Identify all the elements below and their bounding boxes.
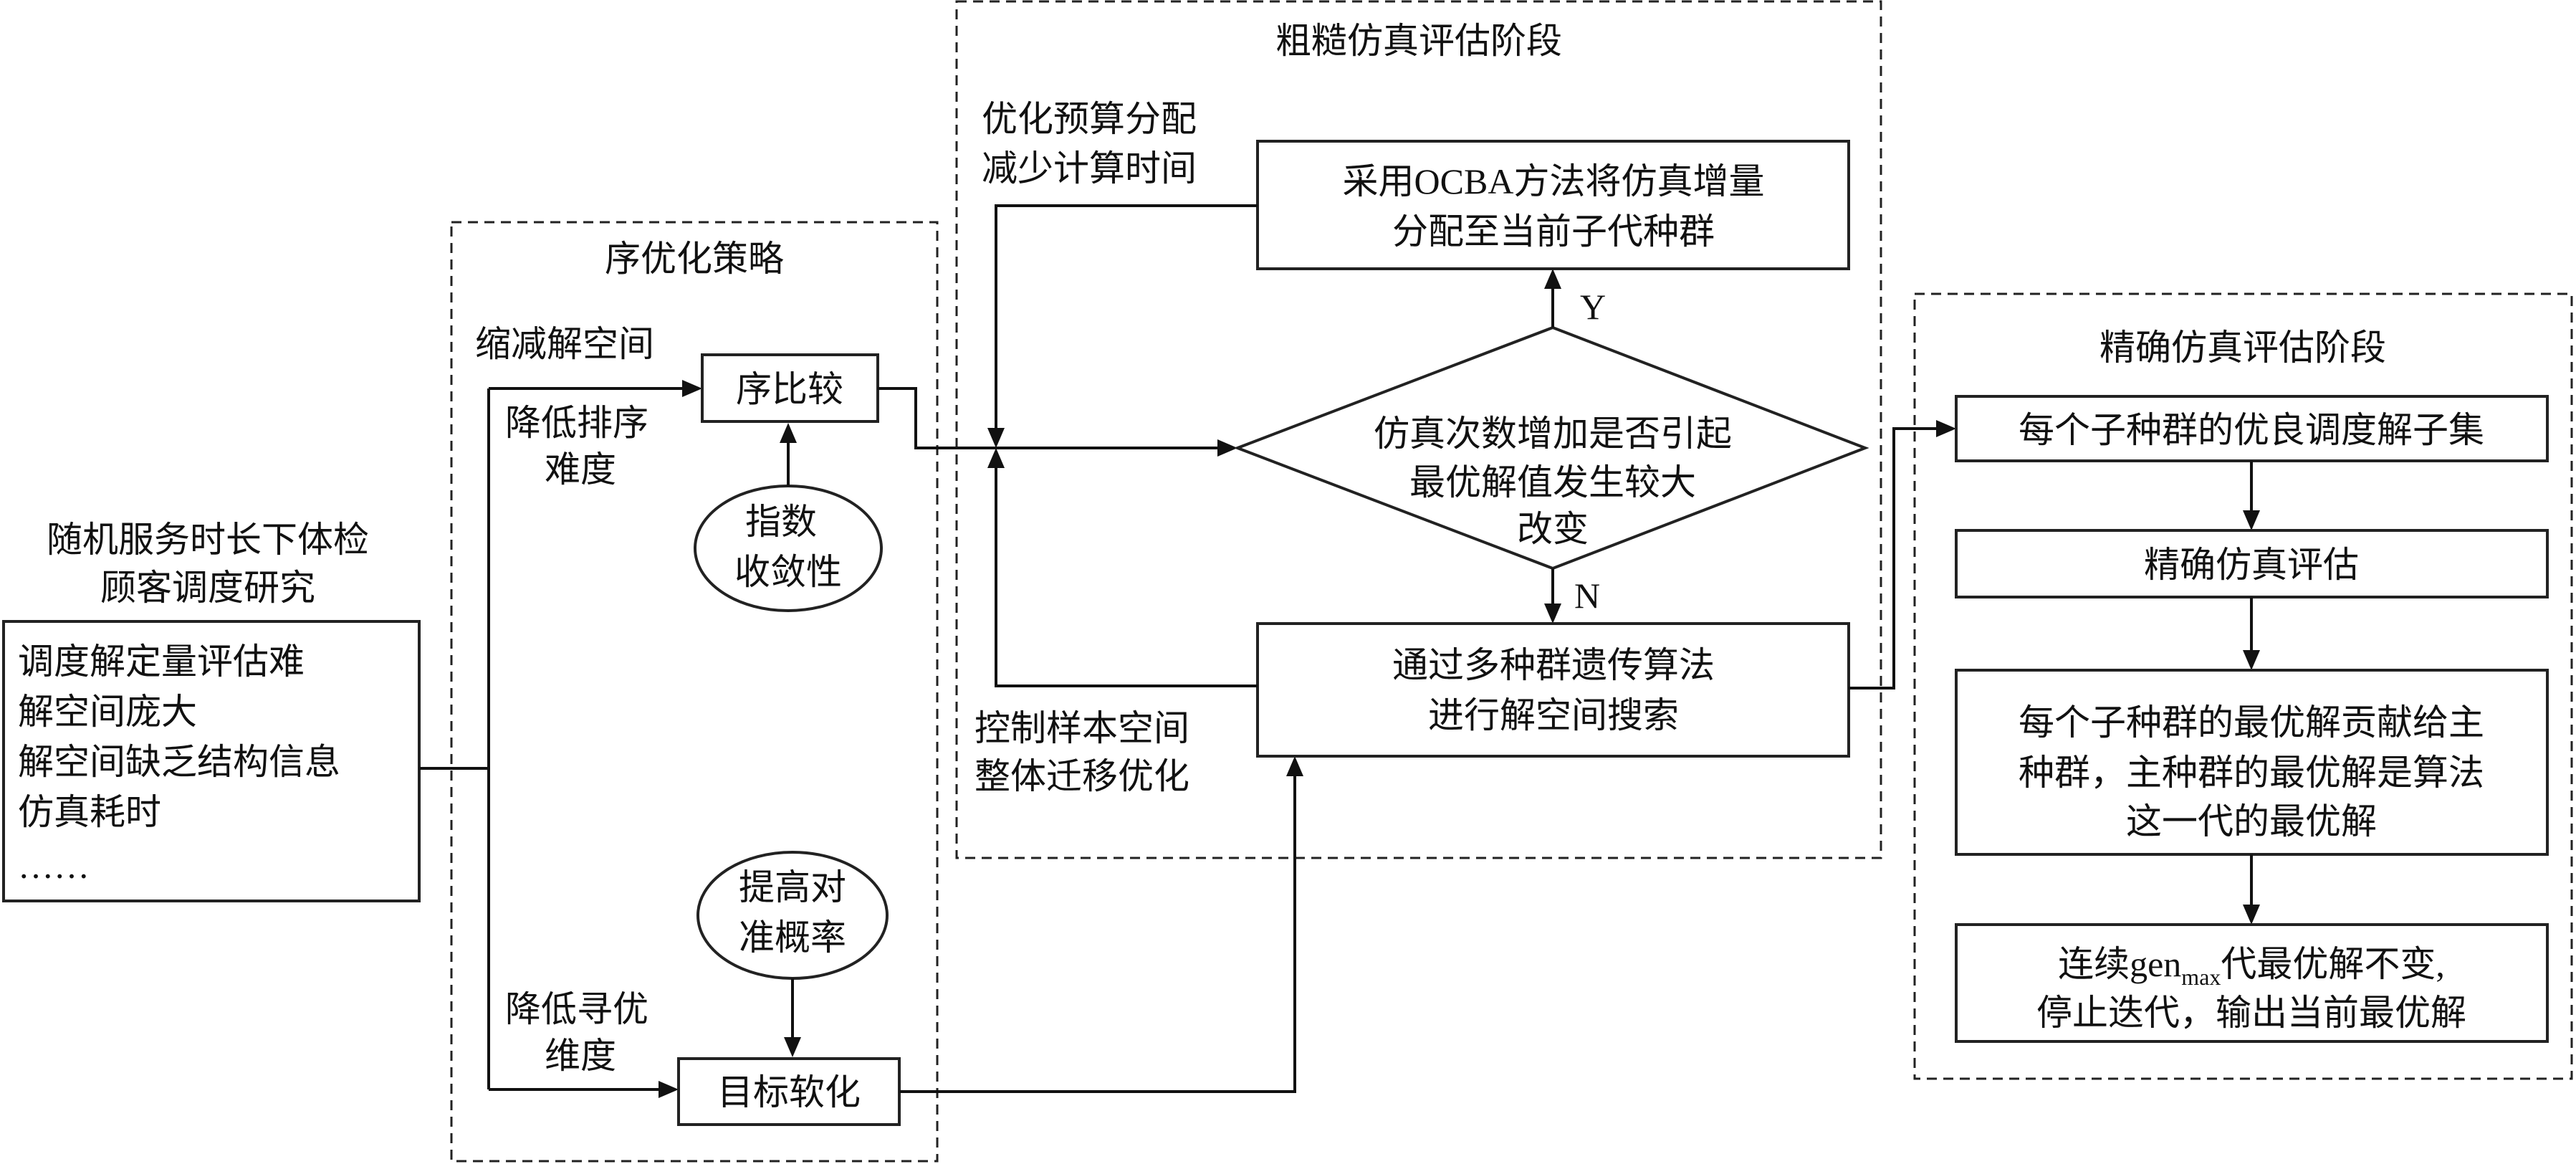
budget-allocation-label: 减少计算时间: [982, 148, 1197, 189]
rough-evaluation-group-frame: [955, 0, 1882, 859]
challenge-item: 调度解定量评估难: [18, 641, 305, 682]
ga-to-precise-edge: [1849, 427, 1938, 690]
decision-label: 仿真次数增加是否引起: [1374, 414, 1732, 454]
arrowhead: [784, 1037, 801, 1057]
arrowhead: [2243, 905, 2260, 925]
best-solution-contribution-label: 这一代的最优解: [2126, 801, 2377, 841]
termination-label-line-1: 连续genmax代最优解不变,: [2058, 944, 2445, 990]
multi-population-ga-box: [1256, 622, 1850, 758]
challenge-item: 解空间缺乏结构信息: [18, 742, 340, 782]
precise-evaluation-title: 精确仿真评估阶段: [2099, 328, 2386, 368]
lower-search-dimension-label: 降低寻优: [505, 989, 648, 1029]
exponential-convergence-label: 指数: [745, 502, 817, 542]
arrowhead: [659, 1081, 679, 1098]
termination-label-line-2: 停止迭代，输出当前最优解: [2036, 993, 2466, 1033]
softening-to-ga-edge: [899, 774, 1296, 1093]
arrowhead: [1544, 269, 1561, 289]
ocba-allocation-label: 分配至当前子代种群: [1392, 211, 1715, 252]
challenge-item: 仿真耗时: [18, 792, 161, 832]
best-solution-contribution-box: [1955, 669, 2549, 856]
rough-evaluation-title: 粗糙仿真评估阶段: [1275, 21, 1562, 61]
improve-alignment-label: 准概率: [739, 917, 846, 958]
arrowhead: [1936, 420, 1956, 437]
best-solution-contribution-label: 每个子种群的最优解贡献给主: [2019, 702, 2484, 743]
lower-search-dimension-label: 维度: [545, 1036, 616, 1076]
arrowhead: [2243, 650, 2260, 670]
elite-subset-box: [1955, 395, 2549, 462]
reduce-solution-space-label: 缩减解空间: [475, 324, 654, 364]
ordinal-comparison-box: [701, 353, 879, 423]
elite-subset-label: 每个子种群的优良调度解子集: [2019, 410, 2484, 450]
ordinal-optimization-group-frame: [450, 221, 939, 1163]
arrowhead: [1286, 756, 1303, 776]
arrowhead: [987, 448, 1005, 468]
challenge-item-ellipsis: ……: [18, 846, 90, 886]
no-label: N: [1574, 576, 1600, 616]
research-topic-title-line-1: 随机服务时长下体检: [47, 520, 369, 560]
multi-population-ga-label: 通过多种群遗传算法: [1392, 645, 1715, 685]
arrowhead: [1217, 439, 1237, 457]
decision-label: 最优解值发生较大: [1409, 462, 1696, 502]
termination-box: [1955, 923, 2549, 1043]
research-topic-title-line-2: 顾客调度研究: [100, 568, 315, 608]
sample-space-control-label: 整体迁移优化: [975, 756, 1189, 796]
ordinal-comparison-label: 序比较: [736, 369, 843, 409]
improve-alignment-label: 提高对: [739, 867, 846, 907]
arrowhead: [987, 428, 1005, 448]
exponential-convergence-label: 收敛性: [734, 552, 842, 592]
challenges-box: [2, 620, 421, 902]
comparison-to-decision-edge: [878, 387, 1218, 449]
goal-softening-label: 目标软化: [717, 1072, 861, 1112]
ordinal-optimization-title: 序优化策略: [605, 239, 784, 279]
challenge-item: 解空间庞大: [18, 692, 197, 732]
precise-simulation-box: [1955, 529, 2549, 598]
precise-evaluation-group-frame: [1913, 292, 2573, 1080]
arrowhead: [2243, 510, 2260, 530]
arrowhead: [1544, 604, 1561, 624]
precise-simulation-label: 精确仿真评估: [2144, 545, 2359, 585]
decision-label: 改变: [1517, 509, 1589, 549]
arrowhead: [780, 423, 797, 443]
multi-population-ga-label: 进行解空间搜索: [1428, 695, 1679, 735]
best-solution-contribution-label: 种群，主种群的最优解是算法: [2019, 753, 2484, 793]
budget-allocation-label: 优化预算分配: [982, 99, 1197, 139]
goal-softening-box: [677, 1057, 901, 1126]
ga-feedback-edge: [995, 466, 1258, 687]
lower-sort-difficulty-label: 降低排序: [505, 403, 648, 443]
arrowhead: [682, 380, 702, 397]
yes-label: Y: [1580, 287, 1606, 327]
sample-space-control-label: 控制样本空间: [975, 708, 1189, 748]
lower-sort-difficulty-label: 难度: [545, 449, 616, 490]
ocba-allocation-label: 采用OCBA方法将仿真增量: [1343, 161, 1765, 201]
ocba-feedback-edge: [995, 204, 1258, 430]
ocba-allocation-box: [1256, 140, 1850, 270]
